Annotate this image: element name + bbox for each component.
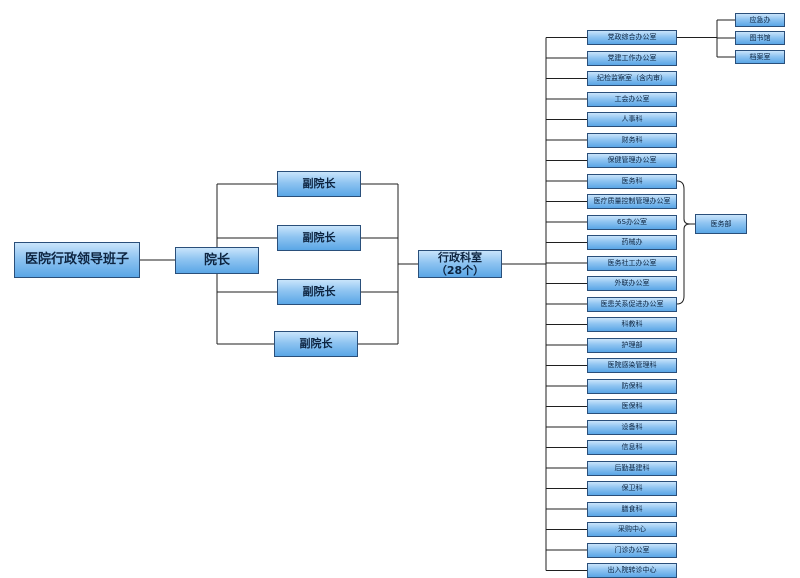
department-box: 医院感染管理科	[587, 358, 677, 373]
department-box: 党政综合办公室	[587, 30, 677, 45]
department-box: 医患关系促进办公室	[587, 296, 677, 312]
admin-departments-box: 行政科室 （28个）	[418, 250, 502, 278]
department-box: 出入院转诊中心	[587, 563, 677, 578]
department-box: 科教科	[587, 317, 677, 332]
department-box: 保健管理办公室	[587, 153, 677, 168]
department-box: 药械办	[587, 235, 677, 250]
department-box: 6S办公室	[587, 214, 677, 230]
department-box: 医疗质量控制管理办公室	[587, 194, 677, 209]
department-box: 门诊办公室	[587, 542, 677, 558]
department-box: 工会办公室	[587, 91, 677, 107]
dean-box: 院长	[175, 247, 259, 274]
department-box: 医务社工办公室	[587, 255, 677, 271]
department-box: 人事科	[587, 112, 677, 127]
vice-dean-box: 副院长	[277, 279, 361, 305]
department-box: 后勤基建科	[587, 460, 677, 476]
department-box: 财务科	[587, 132, 677, 148]
department-box: 医务科	[587, 173, 677, 189]
medical-department-box: 医务部	[695, 214, 747, 234]
department-box: 膳食科	[587, 501, 677, 517]
department-box: 党建工作办公室	[587, 50, 677, 66]
department-box: 纪检监察室（含内审）	[587, 71, 677, 86]
department-box: 采购中心	[587, 522, 677, 537]
sub-office-box: 应急办	[735, 13, 785, 27]
department-box: 护理部	[587, 337, 677, 353]
sub-office-box: 档案室	[735, 50, 785, 64]
department-box: 保卫科	[587, 481, 677, 496]
leadership-team-box: 医院行政领导班子	[14, 242, 140, 278]
department-box: 设备科	[587, 419, 677, 435]
department-box: 防保科	[587, 378, 677, 394]
vice-dean-box: 副院长	[277, 225, 361, 251]
department-box: 医保科	[587, 399, 677, 414]
vice-dean-box: 副院长	[277, 171, 361, 197]
admin-count: （28个）	[435, 264, 485, 277]
admin-title: 行政科室	[438, 250, 482, 264]
department-box: 外联办公室	[587, 276, 677, 291]
department-box: 信息科	[587, 440, 677, 455]
vice-dean-box: 副院长	[274, 331, 358, 357]
sub-office-box: 图书馆	[735, 31, 785, 45]
